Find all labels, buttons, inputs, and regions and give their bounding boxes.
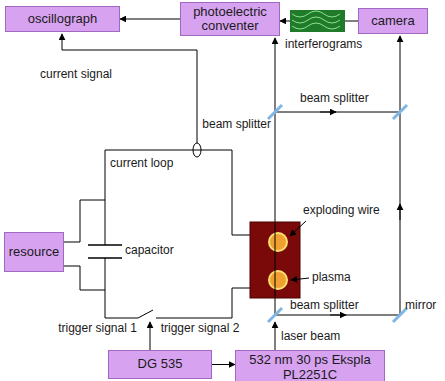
- device-box: 532 nm 30 ps Ekspla PL2251C: [235, 350, 385, 381]
- current-loop-symbol: [193, 143, 201, 157]
- box-text: 532 nm 30 ps Ekspla PL2251C: [240, 353, 380, 381]
- box-text: photoelectric conventer: [185, 5, 275, 34]
- signal-label: current signal: [40, 68, 112, 82]
- part-label: beam splitter: [300, 92, 369, 106]
- part-label: beam splitter: [290, 299, 359, 313]
- device-box: DG 535: [108, 350, 212, 379]
- connector-arrow: [120, 19, 180, 20]
- current-signal-line: [62, 34, 197, 143]
- part-label: plasma: [312, 271, 351, 285]
- switch-symbol: [138, 310, 153, 318]
- leader-line: [290, 221, 309, 280]
- device-box: camera: [358, 8, 428, 34]
- box-text: oscillograph: [28, 12, 97, 26]
- edge-label: trigger signal 2: [160, 322, 240, 336]
- part-label: capacitor: [125, 244, 174, 258]
- device-box: resource: [4, 232, 64, 272]
- circuit-wires: [64, 150, 250, 318]
- device-box: photoelectric conventer: [180, 2, 280, 36]
- signal-label: laser beam: [281, 330, 340, 344]
- beam-splitter-symbol: [268, 105, 407, 322]
- part-label: current loop: [110, 157, 173, 171]
- box-text: resource: [9, 245, 60, 259]
- signal-label: trigger signal 1: [55, 322, 140, 336]
- part-label: exploding wire: [303, 204, 380, 218]
- connector-arrow: [212, 364, 235, 365]
- part-label: interferograms: [285, 38, 362, 52]
- part-label: beam splitter: [202, 118, 271, 132]
- device-box: oscillograph: [5, 6, 120, 32]
- box-text: camera: [371, 14, 414, 28]
- laser-beam-path: [275, 36, 400, 350]
- trigger-line: [150, 322, 151, 350]
- capacitor-symbol: [88, 245, 122, 258]
- box-text: DG 535: [138, 357, 183, 371]
- part-label: mirror: [405, 299, 436, 313]
